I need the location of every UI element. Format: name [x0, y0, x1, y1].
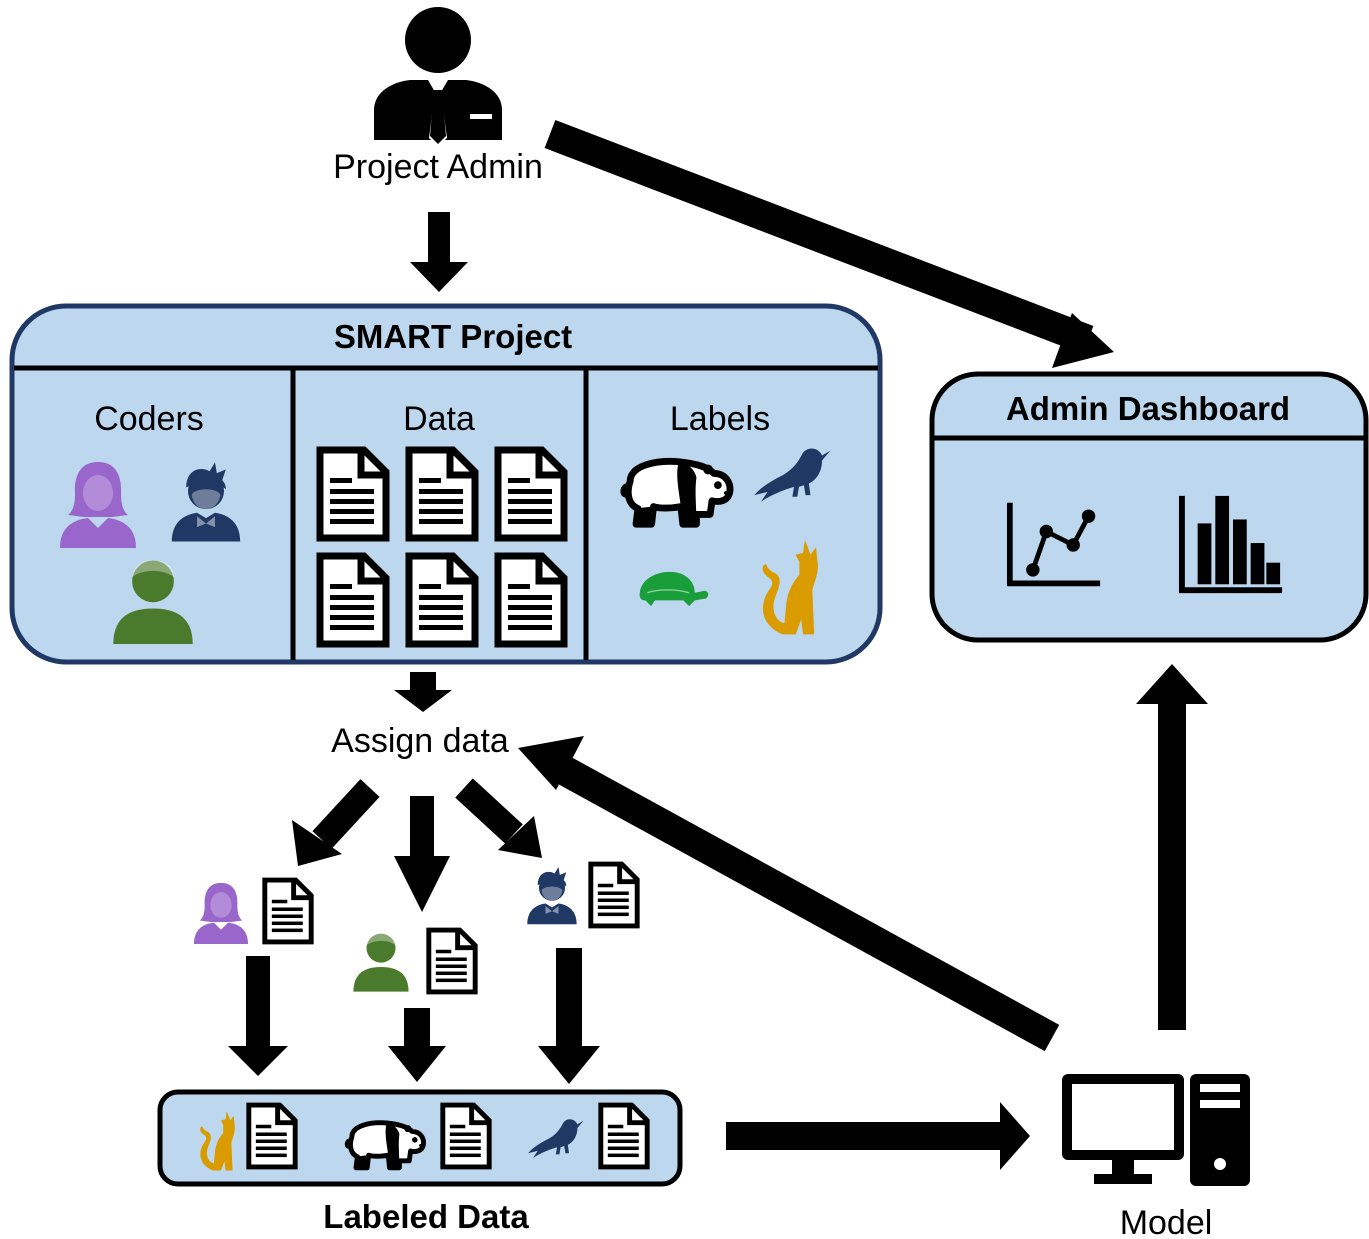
arrow-model-to-assign — [518, 736, 1060, 1052]
computer-icon — [1062, 1074, 1250, 1186]
document-icon — [498, 556, 564, 644]
coder-assignment-male — [353, 930, 475, 992]
smart-project-title: SMART Project — [334, 318, 572, 355]
coder-male-icon — [353, 933, 409, 992]
document-icon — [409, 556, 475, 644]
admin-dashboard-title: Admin Dashboard — [1006, 390, 1290, 427]
coder-female-icon — [193, 882, 249, 944]
coder-assignment-boy — [527, 864, 637, 926]
document-icon — [249, 1105, 295, 1167]
assign-data-label: Assign data — [331, 722, 509, 760]
document-icon — [591, 864, 637, 926]
labeled-data-label: Labeled Data — [323, 1198, 529, 1235]
document-icon — [265, 880, 311, 942]
arrow-coder-boy-to-labeled — [538, 948, 600, 1084]
project-admin-label: Project Admin — [333, 148, 543, 186]
arrow-admin-to-dashboard — [544, 119, 1114, 368]
coder-boy-icon — [527, 867, 577, 925]
arrow-admin-to-project — [410, 212, 468, 292]
document-icon — [320, 450, 386, 538]
arrow-model-to-dashboard — [1136, 664, 1208, 1030]
document-icon — [498, 450, 564, 538]
model-label: Model — [1120, 1204, 1213, 1239]
coder-assignment-female — [193, 880, 311, 944]
arrow-assign-middle — [394, 796, 450, 912]
arrow-coder-male-to-labeled — [388, 1008, 446, 1082]
document-icon — [320, 556, 386, 644]
data-heading: Data — [403, 400, 475, 438]
arrow-assign-left — [292, 779, 380, 866]
document-icon — [409, 450, 475, 538]
arrow-labeled-to-model — [726, 1102, 1030, 1170]
document-icon — [443, 1105, 489, 1167]
arrow-coder-female-to-labeled — [228, 956, 288, 1076]
admin-person-icon — [374, 7, 502, 146]
coders-heading: Coders — [94, 400, 204, 438]
labeled-data-box — [157, 1089, 683, 1187]
arrow-project-to-assign — [394, 672, 452, 712]
document-icon — [429, 930, 475, 992]
arrow-assign-right — [455, 778, 542, 858]
labels-heading: Labels — [670, 400, 770, 438]
document-icon — [601, 1105, 647, 1167]
